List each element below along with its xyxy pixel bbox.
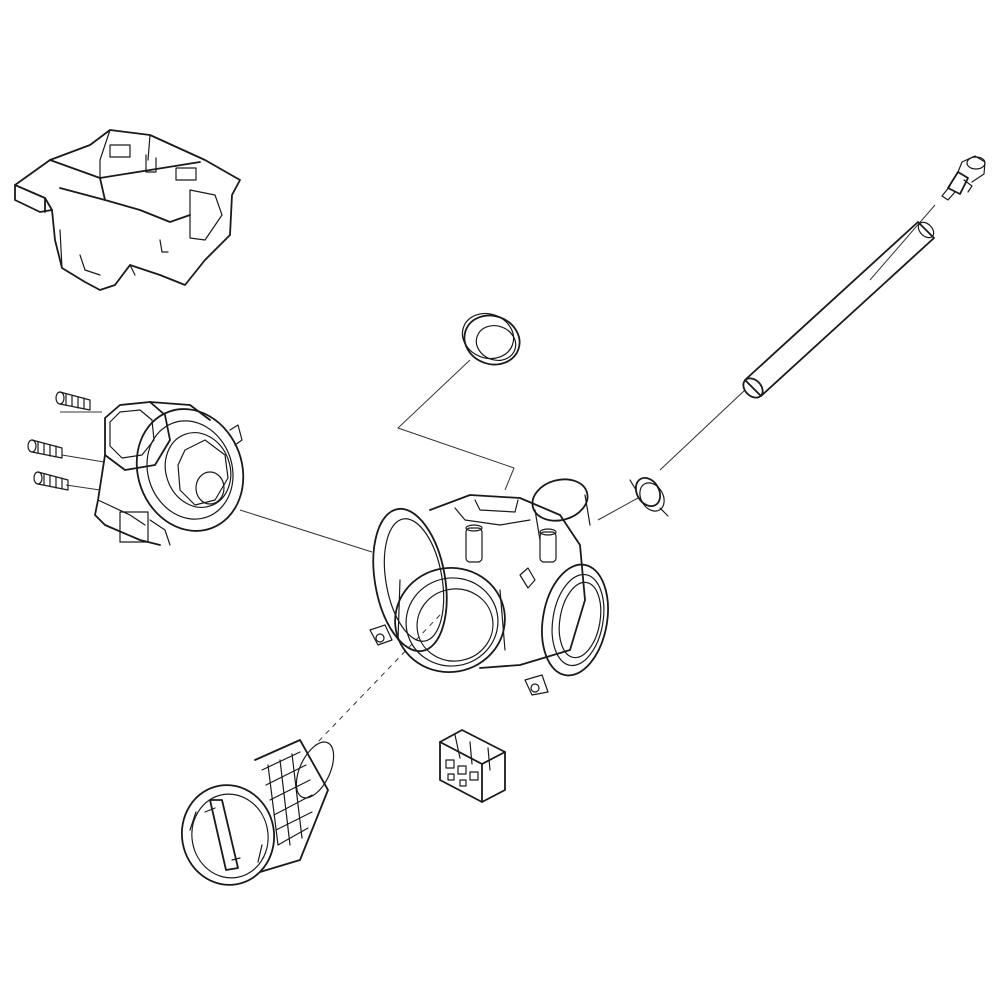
sensor-fitting-icon <box>941 155 986 201</box>
drain-pump-bracket-icon <box>14 129 241 291</box>
drain-pump-motor-icon <box>94 401 245 546</box>
drain-filter-icon <box>180 739 335 886</box>
wire-connector-icon <box>439 729 506 803</box>
leader-pump-motor <box>239 509 373 553</box>
hose-clamp-icon <box>629 476 669 517</box>
tube-icon <box>742 221 935 399</box>
leader-screw-2 <box>61 454 105 463</box>
leader-lines <box>60 204 936 746</box>
leader-seal-ring <box>397 359 515 491</box>
seal-ring-icon <box>461 312 521 366</box>
leader-clamp <box>597 497 639 521</box>
screw-icon <box>33 471 69 491</box>
leader-tube-upper <box>869 204 936 281</box>
screw-icon <box>55 391 91 411</box>
screw-icon <box>27 439 63 459</box>
pump-housing-icon <box>369 478 609 696</box>
leader-screw-3 <box>65 484 101 491</box>
leader-tube-lower <box>659 389 746 471</box>
